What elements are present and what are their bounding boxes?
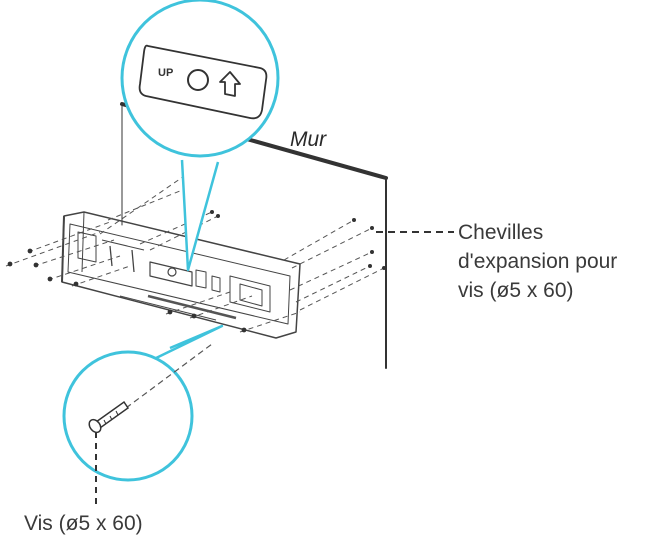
wall-anchors-label-line1: Chevilles: [458, 221, 544, 244]
screw-path-line: [125, 343, 213, 409]
up-arrow-icon: [219, 71, 241, 97]
up-mark-text: UP: [158, 67, 173, 79]
wall-anchors-label-line2: d'expansion pour: [458, 250, 618, 273]
screw-line: [295, 265, 371, 303]
screw-line: [5, 231, 101, 267]
screw-line: [165, 291, 231, 315]
wall-label: Mur: [290, 128, 327, 151]
screw-line: [27, 221, 111, 253]
wall-anchors-label: Chevilles d'expansion pour vis (ø5 x 60): [458, 218, 617, 305]
screw-line: [47, 255, 121, 281]
wall-anchors-label-line3: vis (ø5 x 60): [458, 279, 574, 302]
screw-line: [239, 311, 301, 333]
up-marking-callout: UP: [120, 0, 280, 272]
screw-callout: [62, 324, 224, 482]
screw-line: [299, 267, 385, 311]
screw-icon: [88, 400, 130, 434]
screw-line: [291, 227, 373, 269]
screw-line: [99, 171, 191, 235]
screws-group: [5, 171, 385, 333]
mounting-bracket: [61, 211, 301, 339]
screw-line: [289, 251, 373, 291]
screw-line: [189, 295, 253, 319]
screw-line: [71, 265, 131, 287]
screw-label: Vis (ø5 x 60): [24, 512, 143, 535]
screw-line: [283, 219, 355, 261]
screw-line: [149, 215, 219, 251]
circle-mark-icon: [187, 69, 209, 91]
up-marking-plate: [138, 44, 268, 120]
